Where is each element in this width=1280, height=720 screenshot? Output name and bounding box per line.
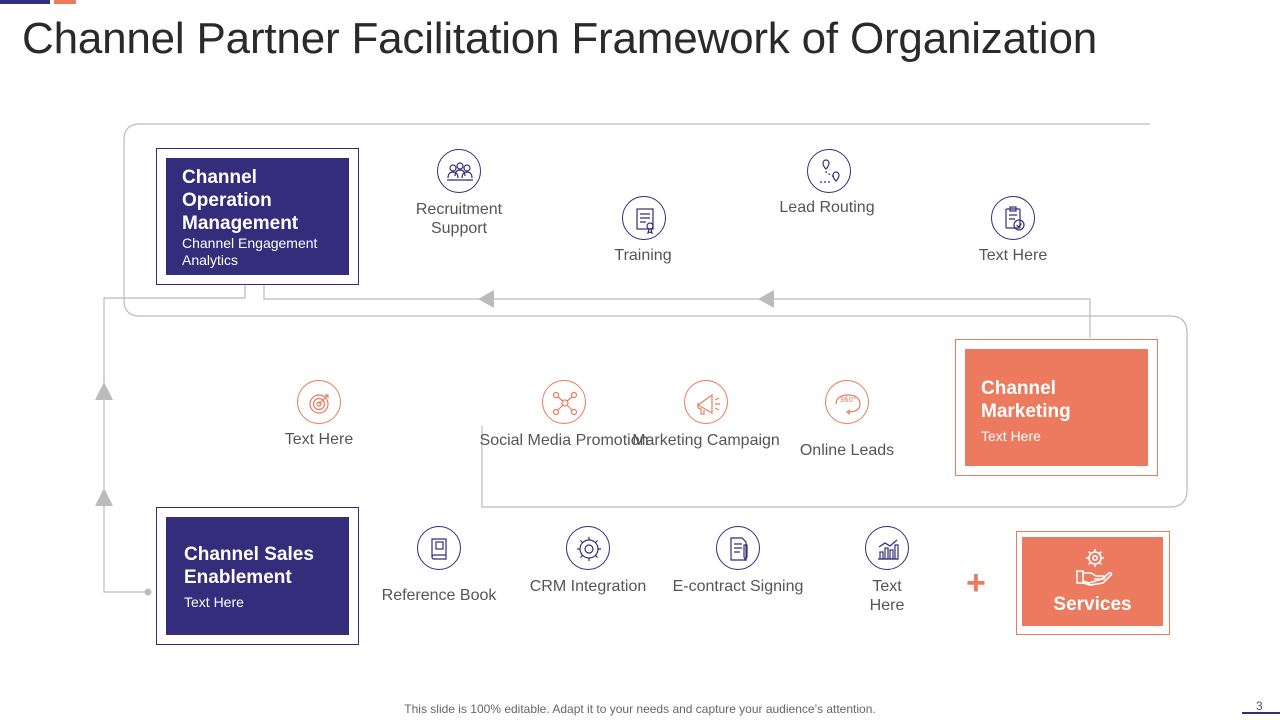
arrow-left-1 bbox=[478, 290, 494, 308]
operation-box: Channel Operation Management Channel Eng… bbox=[166, 158, 349, 275]
network-icon bbox=[542, 380, 586, 424]
target-icon bbox=[297, 380, 341, 424]
bar-chart-icon bbox=[865, 526, 909, 570]
accent-bar-secondary bbox=[54, 0, 76, 4]
gear-hand-icon bbox=[1075, 549, 1112, 586]
360-icon: 360° bbox=[825, 380, 869, 424]
sales-box: Channel Sales Enablement Text Here bbox=[166, 517, 349, 635]
certificate-icon bbox=[622, 196, 666, 240]
middle-label-3: Marketing Campaign bbox=[632, 432, 780, 449]
megaphone-icon bbox=[684, 380, 728, 424]
sales-title: Channel Sales Enablement bbox=[184, 544, 314, 588]
connector-dot bbox=[144, 588, 152, 596]
services-box: Services bbox=[1022, 537, 1163, 626]
clipboard-check-icon bbox=[991, 196, 1035, 240]
operation-title: Channel Operation Management bbox=[182, 167, 299, 234]
plus-icon: + bbox=[966, 564, 986, 602]
accent-bar-primary bbox=[0, 0, 50, 4]
svg-text:360°: 360° bbox=[840, 396, 857, 404]
bottom-label-3: E-contract Signing bbox=[672, 578, 804, 595]
top-label-2: Training bbox=[614, 247, 672, 264]
route-icon bbox=[807, 149, 851, 193]
arrow-up-1 bbox=[95, 382, 113, 400]
arrow-left-2 bbox=[758, 290, 774, 308]
page-title: Channel Partner Facilitation Framework o… bbox=[22, 14, 1098, 63]
book-icon bbox=[417, 526, 461, 570]
top-label-3: Lead Routing bbox=[779, 199, 875, 216]
middle-label-2: Social Media Promotion bbox=[479, 432, 649, 449]
flow-path bbox=[123, 123, 1188, 508]
top-label-4: Text Here bbox=[978, 247, 1048, 264]
services-title: Services bbox=[1053, 594, 1132, 615]
people-icon bbox=[437, 149, 481, 193]
footer-note: This slide is 100% editable. Adapt it to… bbox=[404, 702, 876, 716]
feedback-line bbox=[263, 284, 1091, 338]
marketing-subtitle: Text Here bbox=[981, 428, 1041, 444]
sales-subtitle: Text Here bbox=[184, 594, 244, 610]
side-line bbox=[103, 284, 246, 593]
bottom-label-1: Reference Book bbox=[381, 587, 497, 604]
middle-label-4: Online Leads bbox=[799, 442, 895, 459]
bottom-label-2: CRM Integration bbox=[529, 578, 647, 595]
middle-label-1: Text Here bbox=[284, 431, 354, 448]
marketing-box: Channel Marketing Text Here bbox=[965, 349, 1148, 466]
top-label-1: Recruitment Support bbox=[415, 201, 503, 237]
page-number-underline bbox=[1242, 712, 1280, 714]
document-pen-icon bbox=[716, 526, 760, 570]
page-number: 3 bbox=[1256, 699, 1263, 713]
operation-subtitle: Channel Engagement Analytics bbox=[182, 235, 318, 268]
bottom-label-4: Text Here bbox=[869, 578, 905, 614]
marketing-title: Channel Marketing bbox=[981, 378, 1071, 422]
crm-gear-icon bbox=[566, 526, 610, 570]
arrow-up-2 bbox=[95, 488, 113, 506]
